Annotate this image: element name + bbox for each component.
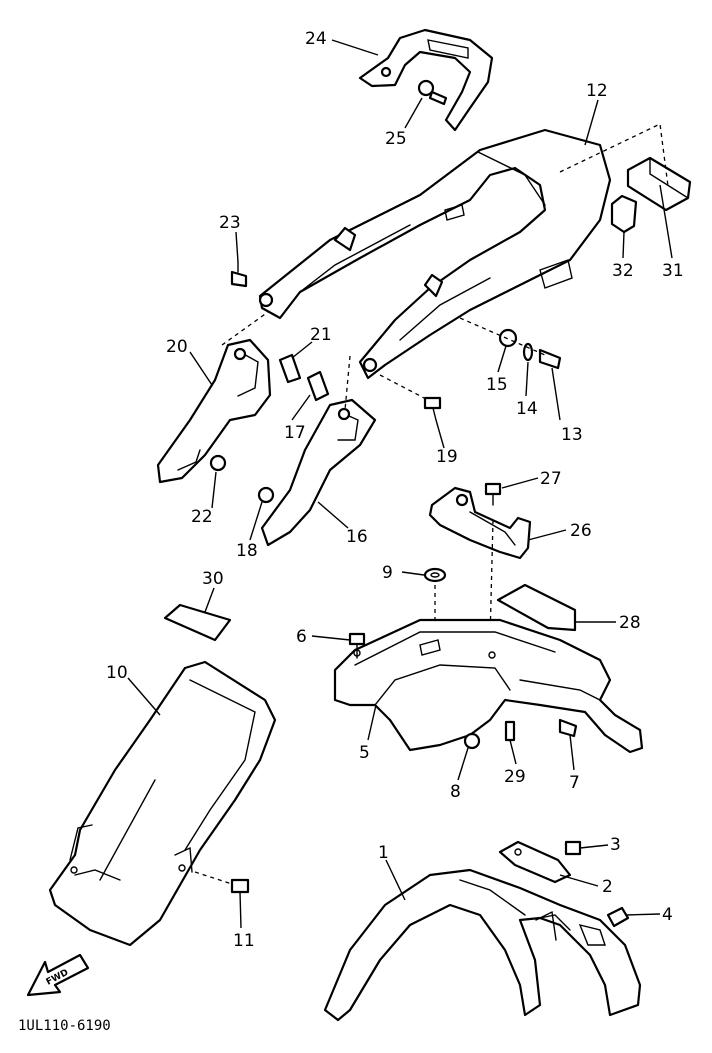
part-23-bolt	[230, 261, 248, 288]
callout-21: 21	[310, 325, 332, 345]
callout-6: 6	[296, 627, 307, 647]
callout-20: 20	[166, 337, 188, 357]
callout-8: 8	[450, 782, 461, 802]
callout-22: 22	[191, 507, 213, 527]
part-24-grab-bar	[358, 28, 494, 132]
callout-23: 23	[219, 213, 241, 233]
part-31-pad	[626, 156, 692, 212]
callout-12: 12	[586, 81, 608, 101]
part-12-rear-cowl	[258, 128, 612, 380]
callout-7: 7	[569, 773, 580, 793]
part-16-side-cover	[260, 398, 377, 547]
callout-2: 2	[602, 877, 613, 897]
callout-16: 16	[346, 527, 368, 547]
part-26-bracket	[428, 486, 532, 560]
callout-24: 24	[305, 29, 327, 49]
part-32-pad	[610, 194, 638, 234]
part-25-bolt	[417, 79, 448, 106]
callout-31: 31	[662, 261, 684, 281]
part-8-nut	[463, 732, 481, 750]
callout-11: 11	[233, 931, 255, 951]
part-10-inner-fender	[48, 660, 277, 947]
callout-32: 32	[612, 261, 634, 281]
drawing-code: 1UL110-6190	[18, 1018, 111, 1034]
callout-29: 29	[504, 767, 526, 787]
callout-25: 25	[385, 129, 407, 149]
leader-lines	[127, 39, 673, 929]
part-30-plate	[163, 603, 232, 642]
part-21-pad	[278, 353, 302, 384]
callout-15: 15	[486, 375, 508, 395]
part-3-bolt	[564, 840, 582, 856]
callout-17: 17	[284, 423, 306, 443]
part-27-bolt	[484, 482, 502, 506]
callout-27: 27	[540, 469, 562, 489]
callout-10: 10	[106, 663, 128, 683]
callout-18: 18	[236, 541, 258, 561]
assembly-line-side-left	[221, 311, 269, 346]
part-2-bracket	[498, 840, 572, 884]
part-14-washer	[522, 342, 534, 362]
part-20-side-cover	[156, 338, 272, 484]
assembly-line-cowl	[559, 123, 669, 187]
fwd-arrow-icon: FWD	[26, 953, 90, 997]
part-29-screw	[504, 720, 516, 742]
assembly-line-side-right	[344, 355, 351, 411]
part-6-bolt	[348, 632, 366, 659]
callout-3: 3	[610, 835, 621, 855]
callout-28: 28	[619, 613, 641, 633]
callout-5: 5	[359, 743, 370, 763]
part-22-nut	[209, 454, 227, 472]
callout-13: 13	[561, 425, 583, 445]
callout-1: 1	[378, 843, 389, 863]
callout-14: 14	[516, 399, 538, 419]
assembly-line-bolt-19	[379, 374, 429, 401]
callout-19: 19	[436, 447, 458, 467]
part-1-front-fender	[323, 868, 642, 1022]
part-7-bolt	[558, 718, 578, 738]
callout-4: 4	[662, 905, 673, 925]
callout-30: 30	[202, 569, 224, 589]
part-28-plate	[496, 583, 577, 632]
callout-26: 26	[570, 521, 592, 541]
part-17-pad	[306, 370, 330, 402]
part-9-grommet	[423, 567, 447, 583]
part-15-nut	[498, 328, 518, 348]
part-18-nut	[257, 486, 275, 504]
part-4-bolt	[606, 906, 630, 928]
part-5-rear-fender	[333, 618, 644, 754]
part-11-bolt	[230, 878, 250, 894]
part-19-bolt	[423, 396, 442, 421]
assembly-line-11	[194, 871, 233, 885]
callout-9: 9	[382, 563, 393, 583]
part-13-bolt	[538, 348, 562, 370]
callout-numbers: 1 2 3 4 5 6 7 8 9 10 11 12 13 14 15 16 1…	[106, 29, 684, 951]
